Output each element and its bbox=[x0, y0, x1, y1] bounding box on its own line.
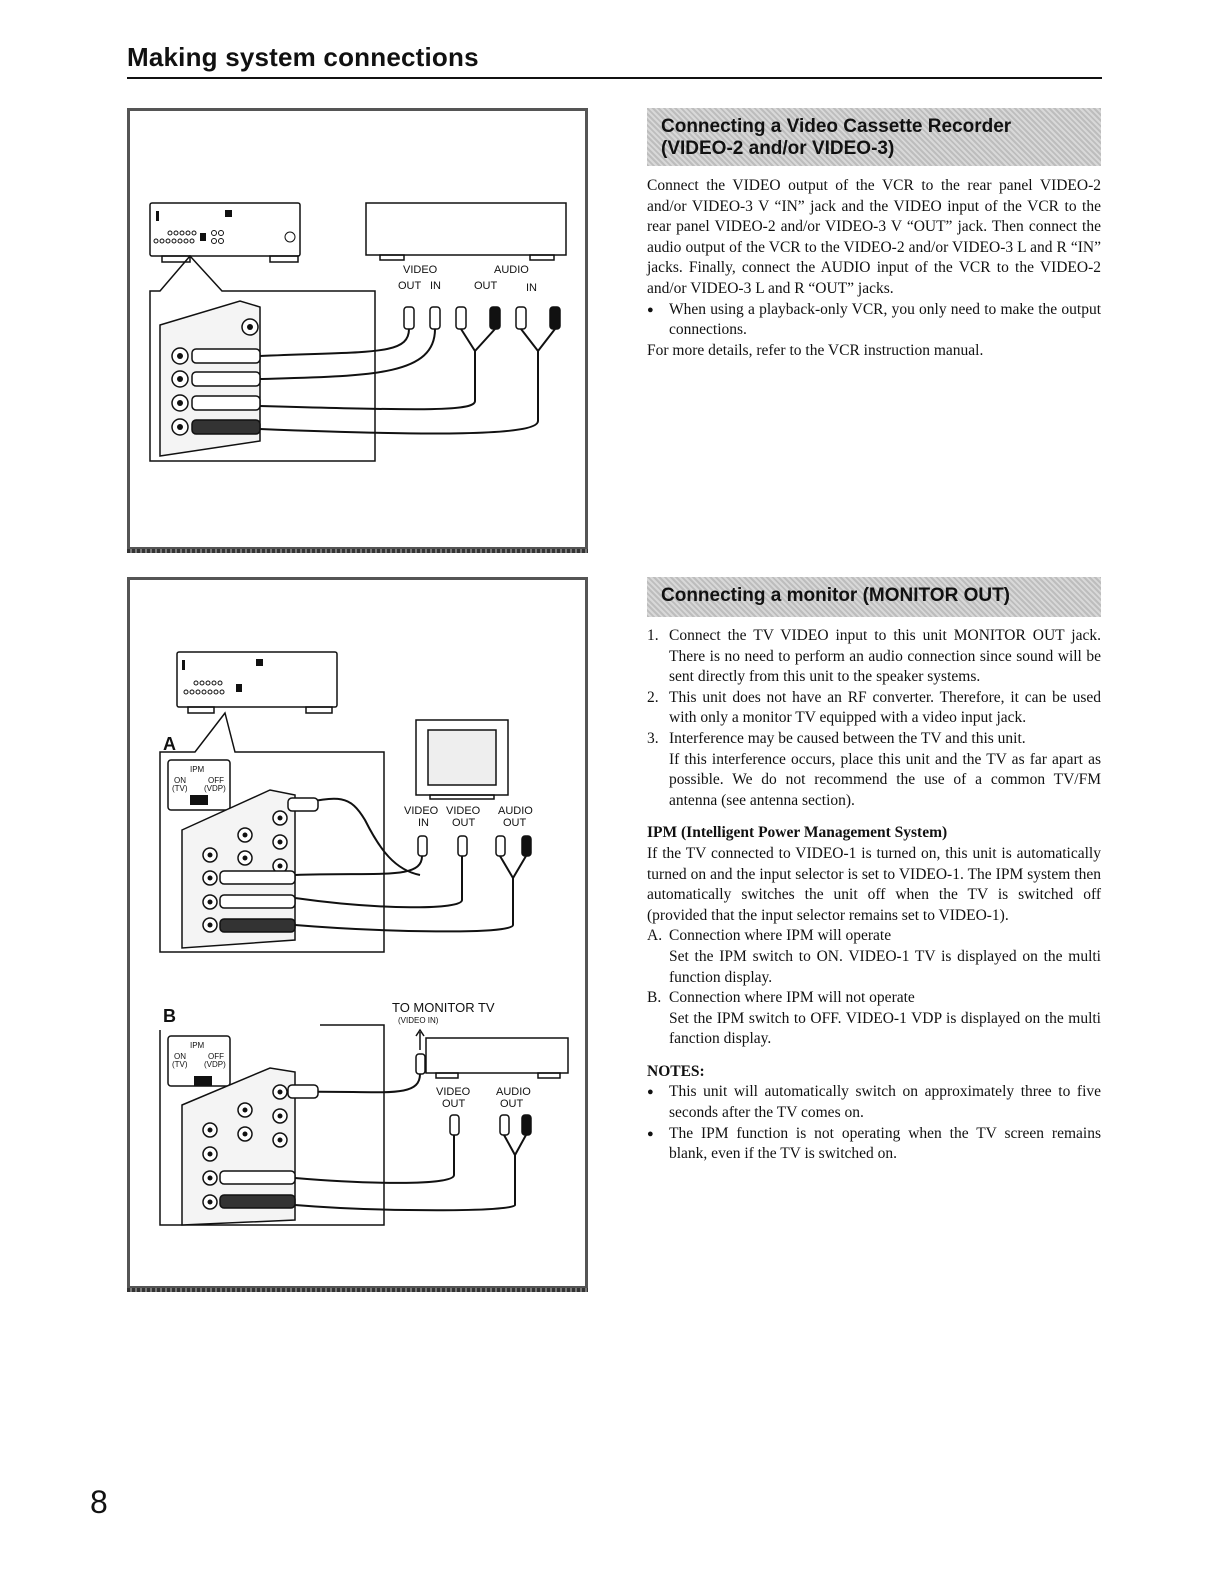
plug-icon bbox=[489, 306, 501, 330]
vcr-paragraph-2: For more details, refer to the VCR instr… bbox=[647, 341, 984, 359]
vcr-video-label: VIDEO bbox=[403, 264, 438, 276]
to-monitor-tv-label: TO MONITOR TV bbox=[392, 1000, 495, 1015]
vcr-video-out: OUT bbox=[398, 280, 422, 292]
monitor-diagram-panel: A B IPM ON OFF (TV) (VDP) IPM ON OFF (TV… bbox=[127, 577, 588, 1292]
case-b-letter: B. bbox=[647, 989, 662, 1007]
vcr-section-header: Connecting a Video Cassette Recorder (VI… bbox=[647, 108, 1101, 166]
case-b-text: Set the IPM switch to OFF. VIDEO-1 VDP i… bbox=[669, 1009, 1101, 1048]
vcr-video-in: IN bbox=[430, 280, 441, 292]
vcr-diagram-panel: VIDEO AUDIO OUT IN OUT IN bbox=[127, 108, 588, 553]
monitor-item-2: 2. This unit does not have an RF converte… bbox=[647, 688, 1101, 729]
ipm-on-label-b: ON bbox=[174, 1052, 186, 1061]
diagram-label-b: B bbox=[163, 1006, 176, 1026]
tv-in-label: IN bbox=[418, 817, 429, 829]
vcr-connection-diagram: VIDEO AUDIO OUT IN OUT IN bbox=[149, 202, 567, 462]
vdp-video-out-label: OUT bbox=[442, 1098, 466, 1110]
case-a-title-text: Connection where IPM will operate bbox=[669, 927, 892, 945]
vdp-video-label: VIDEO bbox=[436, 1086, 471, 1098]
vcr-audio-in: IN bbox=[526, 282, 537, 294]
case-a-letter: A. bbox=[647, 927, 663, 945]
vcr-section-body: Connect the VIDEO output of the VCR to t… bbox=[647, 176, 1101, 361]
ipm-paragraph: If the TV connected to VIDEO-1 is turned… bbox=[647, 844, 1101, 924]
ipm-on-label-a: ON bbox=[174, 776, 186, 785]
monitor-section-body: 1. Connect the TV VIDEO input to this uni… bbox=[647, 626, 1101, 1165]
ipm-off-label-a: OFF bbox=[208, 776, 224, 785]
plug-icon bbox=[417, 835, 428, 857]
plug-icon bbox=[457, 835, 468, 857]
video-in-paren-label: (VIDEO IN) bbox=[398, 1016, 439, 1025]
note-1: This unit will automatically switch on a… bbox=[647, 1082, 1101, 1123]
monitor-item-1-text: Connect the TV VIDEO input to this unit … bbox=[669, 627, 1101, 686]
tv-video-out-label: VIDEO bbox=[446, 805, 481, 817]
tv-video-in-label: VIDEO bbox=[404, 805, 439, 817]
vcr-bullet-1: When using a playback-only VCR, you only… bbox=[647, 300, 1101, 341]
plug-icon bbox=[415, 1053, 426, 1075]
vcr-audio-out: OUT bbox=[474, 280, 498, 292]
title-rule bbox=[127, 77, 1102, 79]
page-number: 8 bbox=[90, 1484, 108, 1520]
notes-heading: NOTES: bbox=[647, 1062, 705, 1080]
monitor-item-3-continued: If this interference occurs, place this … bbox=[669, 750, 1101, 809]
tv-out-label: OUT bbox=[452, 817, 476, 829]
note-2: The IPM function is not operating when t… bbox=[647, 1124, 1101, 1165]
vdp-audio-label: AUDIO bbox=[496, 1086, 531, 1098]
case-b-title-text: Connection where IPM will not operate bbox=[669, 989, 915, 1007]
plug-icon bbox=[429, 306, 441, 330]
ipm-switch-label-a: IPM bbox=[190, 765, 205, 774]
ipm-vdp-label-a: (VDP) bbox=[204, 784, 226, 793]
monitor-item-2-text: This unit does not have an RF converter.… bbox=[669, 688, 1101, 727]
plug-icon bbox=[403, 306, 415, 330]
case-b-title: B. Connection where IPM will not operate bbox=[647, 988, 1101, 1009]
plug-icon bbox=[499, 1114, 510, 1136]
vcr-audio-label: AUDIO bbox=[494, 264, 529, 276]
case-a-text: Set the IPM switch to ON. VIDEO-1 TV is … bbox=[669, 947, 1101, 986]
ipm-vdp-label-b: (VDP) bbox=[204, 1060, 226, 1069]
vdp-unit bbox=[425, 1037, 569, 1074]
ipm-tv-label-a: (TV) bbox=[172, 784, 188, 793]
receiver-unit bbox=[176, 651, 338, 708]
monitor-header-text: Connecting a monitor (MONITOR OUT) bbox=[661, 585, 1011, 606]
ipm-off-label-b: OFF bbox=[208, 1052, 224, 1061]
plug-icon bbox=[495, 835, 506, 857]
monitor-item-1: 1. Connect the TV VIDEO input to this uni… bbox=[647, 626, 1101, 688]
tv-audio-label: AUDIO bbox=[498, 805, 533, 817]
monitor-connection-diagram: A B IPM ON OFF (TV) (VDP) IPM ON OFF (TV… bbox=[159, 651, 569, 1226]
plug-icon bbox=[515, 306, 527, 330]
receiver-unit bbox=[149, 202, 301, 257]
page-title: Making system connections bbox=[127, 42, 479, 72]
plug-icon bbox=[549, 306, 561, 330]
vcr-header-line1: Connecting a Video Cassette Recorder bbox=[661, 116, 1012, 137]
ipm-tv-label-b: (TV) bbox=[172, 1060, 188, 1069]
plug-icon bbox=[521, 835, 532, 857]
ipm-heading: IPM (Intelligent Power Management System… bbox=[647, 824, 948, 842]
vdp-audio-out-label: OUT bbox=[500, 1098, 524, 1110]
monitor-item-3-num: 3. bbox=[647, 729, 659, 747]
diagram-label-a: A bbox=[163, 734, 176, 754]
monitor-section-header: Connecting a monitor (MONITOR OUT) bbox=[647, 577, 1101, 617]
monitor-item-3: 3. Interference may be caused between the… bbox=[647, 729, 1101, 750]
plug-icon bbox=[455, 306, 467, 330]
plug-icon bbox=[521, 1114, 532, 1136]
ipm-switch-label-b: IPM bbox=[190, 1041, 205, 1050]
monitor-item-1-num: 1. bbox=[647, 627, 659, 644]
plug-icon bbox=[449, 1114, 460, 1136]
vcr-header-line2: (VIDEO-2 and/or VIDEO-3) bbox=[661, 138, 895, 159]
vcr-unit bbox=[365, 202, 567, 256]
monitor-item-3-text: Interference may be caused between the T… bbox=[669, 729, 1026, 747]
tv-audio-out-label: OUT bbox=[503, 817, 527, 829]
vcr-paragraph-1: Connect the VIDEO output of the VCR to t… bbox=[647, 177, 1101, 297]
monitor-item-2-num: 2. bbox=[647, 688, 659, 706]
case-a-title: A. Connection where IPM will operate bbox=[647, 926, 1101, 947]
